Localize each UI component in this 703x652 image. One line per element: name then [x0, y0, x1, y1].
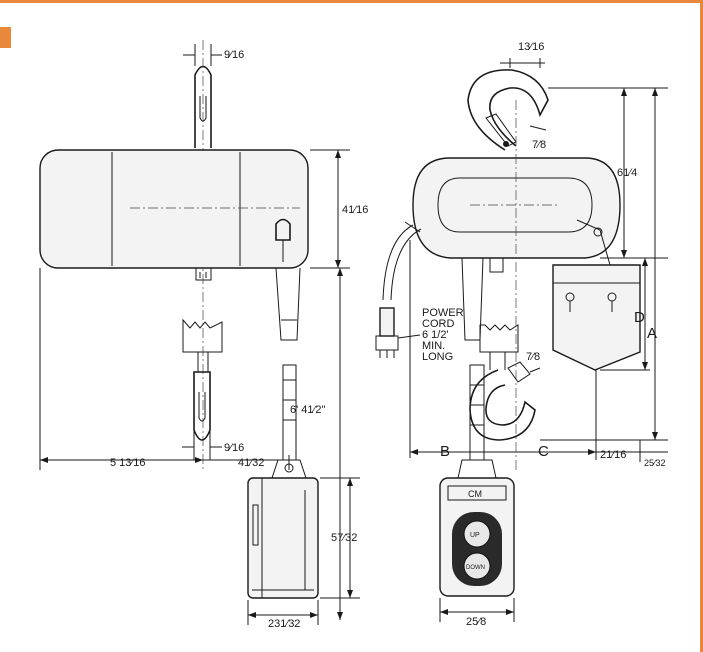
dim-pendant-height: 57⁄32: [331, 532, 357, 544]
up-button-label: UP: [470, 532, 480, 539]
dim-label-D: D: [634, 309, 645, 326]
side-body: [39, 149, 309, 269]
svg-text:POWER: POWER: [422, 307, 464, 319]
dim-pendant-width-front: 25⁄8: [466, 616, 486, 628]
pendant-brand: CM: [468, 489, 482, 499]
svg-text:6 1/2': 6 1/2': [422, 329, 449, 341]
dim-pendant-width-side: 231⁄32: [268, 618, 300, 630]
dim-hook-throat: 7⁄8: [532, 139, 546, 151]
dim-height-total: 61⁄4: [617, 167, 637, 179]
dim-label-C: C: [538, 443, 549, 460]
dim-hook-top-width: 13⁄16: [518, 41, 544, 53]
dim-overall-length: 5 13⁄16: [110, 457, 145, 469]
dim-label-A: A: [647, 325, 657, 342]
dim-right-offset-small: 25⁄32: [644, 458, 666, 468]
down-button[interactable]: [463, 552, 491, 580]
dim-chain-length: 6' 41⁄2": [290, 404, 325, 416]
dim-top-hook-width: 9⁄16: [224, 49, 244, 61]
front-housing: [412, 157, 621, 259]
front-top-hook: [467, 69, 549, 151]
svg-text:LONG: LONG: [422, 351, 453, 363]
dim-label-B: B: [440, 443, 450, 460]
dim-offset: 41⁄32: [238, 457, 264, 469]
svg-text:MIN.: MIN.: [422, 340, 445, 352]
side-bottom-block: [182, 318, 223, 353]
up-button[interactable]: [463, 520, 491, 548]
chain-bag: [552, 264, 641, 371]
svg-text:CORD: CORD: [422, 318, 454, 330]
dim-bottom-hook-width: 9⁄16: [224, 442, 244, 454]
right-accent-bar: [700, 0, 703, 652]
side-view: 9⁄16 9⁄16: [39, 40, 368, 630]
side-pendant: [247, 477, 319, 599]
side-pendant-hook: [275, 218, 291, 241]
left-accent-tab: [0, 27, 11, 48]
side-top-hook: [194, 40, 212, 470]
dim-right-offset: 21⁄16: [600, 449, 626, 461]
side-bottom-hook: [193, 371, 211, 441]
power-cord-label: POWER CORD 6 1/2' MIN. LONG: [422, 307, 464, 363]
dim-hook-throat-lower: 7⁄8: [526, 351, 540, 363]
top-accent-bar: [0, 0, 703, 3]
front-bottom-block: [479, 324, 519, 353]
dim-body-height: 41⁄16: [342, 204, 368, 216]
front-view: 13⁄16 7⁄8: [375, 41, 668, 628]
down-button-label: DOWN: [466, 565, 485, 571]
power-plug: [379, 307, 395, 337]
